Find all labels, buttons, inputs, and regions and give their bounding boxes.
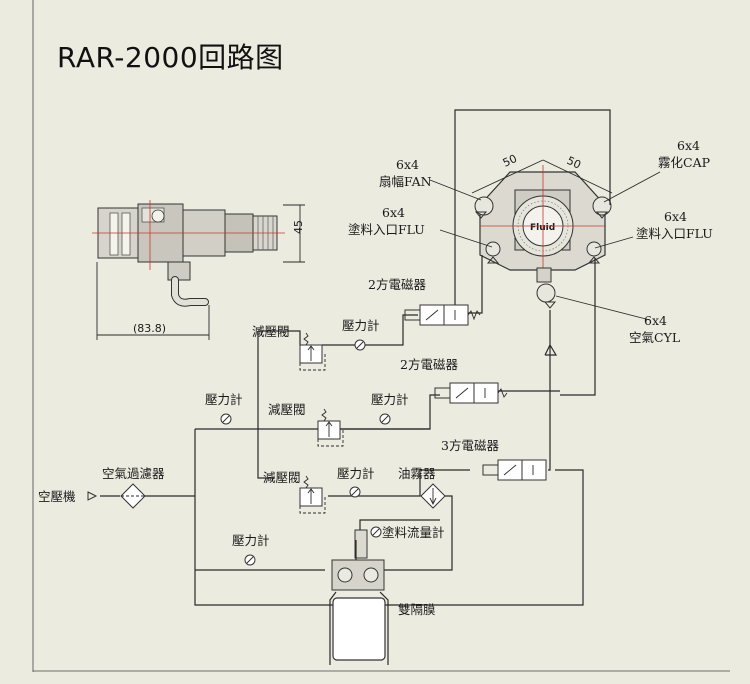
regulator-1-label: 減壓閥 [252, 324, 290, 339]
solenoid-3-label: 3方電磁器 [441, 438, 499, 453]
solenoid-valve-2 [434, 382, 508, 404]
flow-meter-label: 塗料流量計 [382, 525, 445, 540]
dimension-50-left: 50 [501, 152, 519, 170]
compressor-label: 空壓機 [38, 489, 76, 504]
diaphragm-pump [329, 540, 389, 665]
pump-label: 雙隔膜 [398, 602, 436, 617]
lubricator-icon [420, 483, 446, 509]
spray-gun-front-view: Fluid 50 50 [471, 152, 613, 309]
air-filter-label: 空氣過濾器 [102, 466, 165, 481]
spray-gun-side-view: 45 (83.8) [92, 200, 305, 340]
solenoid-valve-1 [404, 304, 481, 326]
gauge-1-icon [354, 339, 366, 351]
solenoid-valve-3 [482, 459, 547, 481]
atomizing-cap-size: 6x4 [677, 138, 700, 153]
page-title: RAR-2000回路图 [57, 41, 284, 74]
paint-inlet-left-size: 6x4 [382, 205, 405, 220]
gauge-2-icon [220, 413, 232, 425]
gauge-1-label: 壓力計 [342, 318, 380, 333]
cylinder-air-size: 6x4 [644, 313, 667, 328]
lubricator-label: 油霧器 [398, 466, 436, 481]
gauge-4-icon [349, 486, 361, 498]
dimension-83-8: (83.8) [133, 322, 166, 335]
solenoid-2-label: 2方電磁器 [400, 357, 458, 372]
flow-meter-icon [354, 526, 382, 559]
atomizing-cap-label: 霧化CAP [658, 155, 710, 170]
gauge-5-label: 壓力計 [232, 533, 270, 548]
gauge-2-label: 壓力計 [205, 392, 243, 407]
dimension-45: 45 [292, 220, 305, 234]
regulator-2 [317, 408, 344, 447]
fan-port-size: 6x4 [396, 157, 419, 172]
gauge-3-label: 壓力計 [371, 392, 409, 407]
gun-logo: Fluid [530, 223, 555, 233]
regulator-3 [299, 475, 326, 514]
fan-port-label: 扇幅FAN [379, 174, 432, 189]
compressor-arrow-icon [87, 491, 98, 501]
regulator-2-label: 減壓閥 [268, 402, 306, 417]
gauge-5-icon [244, 554, 256, 566]
paint-inlet-left-label: 塗料入口FLU [348, 222, 425, 237]
cylinder-air-label: 空氣CYL [629, 330, 680, 345]
gauge-3-icon [379, 413, 391, 425]
paint-inlet-right-size: 6x4 [664, 209, 687, 224]
regulator-1 [299, 332, 326, 371]
regulator-3-label: 減壓閥 [263, 470, 301, 485]
solenoid-1-label: 2方電磁器 [368, 277, 426, 292]
air-filter-icon [120, 483, 146, 509]
gauge-4-label: 壓力計 [337, 466, 375, 481]
paint-inlet-right-label: 塗料入口FLU [636, 226, 713, 241]
dimension-50-right: 50 [565, 154, 583, 172]
